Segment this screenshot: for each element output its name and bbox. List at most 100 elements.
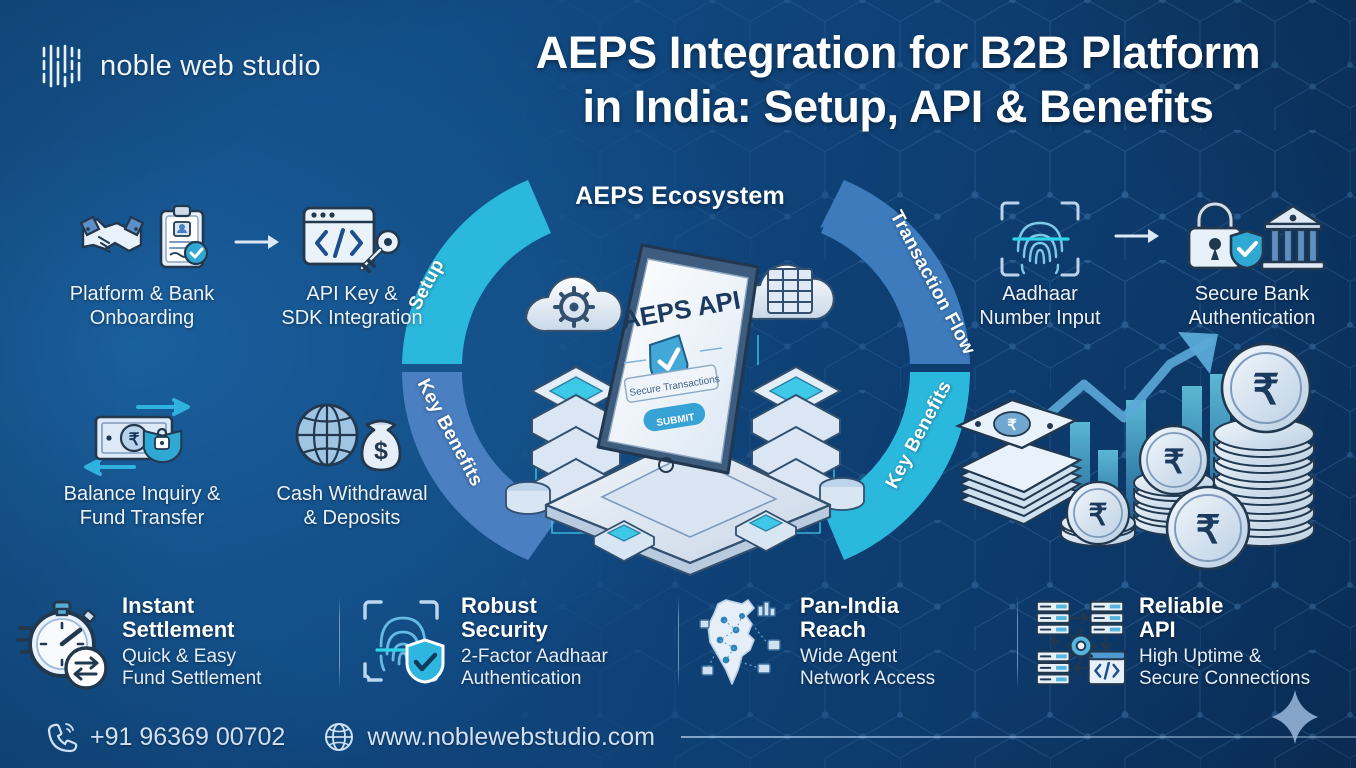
benefit-title: Robust Security	[461, 592, 608, 643]
benefit-robust-security[interactable]: Robust Security 2-Factor Aadhaar Authent…	[339, 582, 678, 702]
feature-icons: $	[252, 396, 452, 482]
benefit-pan-india-reach[interactable]: Pan-India Reach Wide Agent Network Acces…	[678, 582, 1017, 702]
feature-api-key-sdk: API Key & SDK Integration	[252, 196, 452, 331]
caption-line-1: Cash Withdrawal	[276, 483, 428, 505]
caption-line-2: Onboarding	[89, 307, 195, 330]
coin-front-left: ₹	[1060, 480, 1136, 547]
chip-tile-left	[593, 519, 655, 563]
benefit-text: Pan-India Reach Wide Agent Network Acces…	[800, 593, 935, 690]
benefit-sub-line-1: Wide Agent	[800, 646, 898, 668]
server-top-right	[1089, 600, 1125, 636]
coin-front-right: ₹	[1165, 485, 1251, 571]
globe-icon	[325, 723, 354, 751]
banknote-rupee-secure-icon: ₹	[84, 398, 190, 476]
globe-money-bag-icon: $	[295, 403, 402, 472]
benefit-title: Instant Settlement	[122, 592, 261, 643]
benefit-sub-line-2: Network Access	[800, 668, 936, 690]
feature-caption: Platform & Bank Onboarding	[42, 282, 242, 331]
globe-icon	[295, 403, 359, 467]
benefit-subtitle: Wide Agent Network Access	[800, 646, 935, 690]
benefit-sub-line-1: Quick & Easy	[122, 646, 237, 668]
svg-text:$: $	[374, 437, 388, 465]
arc-key-benefits-left	[402, 372, 551, 560]
chip-tile-right	[735, 509, 797, 553]
fingerprint-scan-icon	[1000, 201, 1080, 277]
footer-contact-bar: +91 96369 00702 www.noblewebstudio.com	[0, 706, 1356, 768]
ecosystem-arcs: Setup Key Benefits Transaction Flow Key …	[376, 172, 996, 582]
feature-platform-bank-onboarding: Platform & Bank Onboarding	[42, 196, 242, 331]
title-line-2: in India: Setup, API & Benefits	[582, 80, 1214, 132]
benefit-title-line-1: Robust	[461, 592, 537, 618]
padlock-shield-icon	[1187, 201, 1265, 270]
footer-website-url: www.noblewebstudio.com	[367, 722, 655, 751]
benefit-title: Reliable API	[1139, 592, 1310, 643]
feature-caption: Aadhaar Number Input	[940, 282, 1140, 331]
arc-shapes	[402, 180, 970, 560]
gear-icon	[1064, 629, 1098, 663]
footer-website[interactable]: www.noblewebstudio.com	[323, 721, 655, 753]
handshake-icon	[79, 215, 145, 253]
benefit-title-line-2: Settlement	[122, 617, 235, 643]
benefit-subtitle: 2-Factor Aadhaar Authentication	[461, 646, 608, 690]
feature-balance-fund-transfer: ₹ Balance Inquiry & Fund Transfer	[42, 396, 242, 531]
title-line-1: AEPS Integration for B2B Platform	[535, 27, 1261, 78]
feature-icons: ₹	[42, 396, 242, 482]
page-title: AEPS Integration for B2B Platform in Ind…	[458, 26, 1338, 133]
brand-logo[interactable]: noble web studio	[40, 42, 321, 90]
caption-line-2: Number Input	[979, 307, 1101, 330]
feature-caption: Cash Withdrawal & Deposits	[252, 482, 452, 531]
caption-line-2: Fund Transfer	[79, 507, 205, 530]
key-icon	[359, 229, 401, 273]
benefit-sub-line-2: Authentication	[461, 668, 582, 690]
benefit-sub-line-1: 2-Factor Aadhaar	[461, 646, 608, 668]
aeps-ecosystem-illustration: AEPS API Secure Transactions SUBMIT	[490, 215, 880, 577]
arrow-right-icon-onboarding	[234, 235, 279, 249]
screen-input-field	[623, 364, 719, 403]
code-window-icon	[1087, 650, 1127, 686]
vertical-bars-icon	[42, 44, 81, 88]
brand-name: noble web studio	[100, 49, 321, 82]
benefit-title-line-2: Reach	[800, 617, 867, 643]
benefit-title-line-2: API	[1139, 617, 1176, 643]
svg-text:₹: ₹	[1164, 443, 1185, 480]
server-top-left	[1035, 600, 1071, 636]
benefits-strip: Instant Settlement Quick & Easy Fund Set…	[0, 582, 1356, 702]
benefit-sub-line-2: Fund Settlement	[122, 668, 262, 690]
benefit-text: Reliable API High Uptime & Secure Connec…	[1139, 592, 1310, 690]
server-api-flow-icon	[1035, 600, 1127, 686]
stopwatch-transfer-icon	[16, 600, 108, 690]
laptop-screen: AEPS API Secure Transactions SUBMIT	[596, 243, 760, 475]
caption-line-1: Secure Bank	[1194, 283, 1310, 305]
arrow-right-icon-aadhaar	[1114, 229, 1159, 243]
svg-text:₹: ₹	[1088, 499, 1107, 532]
benefit-title-line-1: Reliable	[1139, 592, 1224, 618]
benefit-sub-line-2: Secure Connections	[1139, 668, 1311, 690]
feature-icons	[940, 196, 1140, 282]
benefit-instant-settlement[interactable]: Instant Settlement Quick & Easy Fund Set…	[0, 582, 339, 702]
fingerprint-shield-icon	[363, 600, 445, 684]
cash-stack-icon: ₹	[954, 398, 1083, 526]
sparkle-decoration-icon	[1272, 690, 1318, 744]
caption-line-1: API Key &	[306, 283, 398, 305]
clipboard-verified-icon	[159, 204, 209, 269]
benefit-title: Pan-India Reach	[800, 593, 935, 643]
money-bag-icon: $	[360, 419, 402, 472]
svg-text:₹: ₹	[1007, 417, 1017, 434]
arc-setup	[402, 180, 551, 364]
cloud-gear-icon	[524, 275, 623, 333]
benefit-subtitle: High Uptime & Secure Connections	[1139, 646, 1310, 690]
bank-building-icon	[1260, 204, 1326, 271]
benefit-title-line-2: Security	[461, 617, 548, 643]
feature-secure-bank-authentication: Secure Bank Authentication	[1152, 196, 1352, 331]
cloud-database-icon	[736, 263, 835, 321]
feature-cash-withdrawal-deposits: $ Cash Withdrawal & Deposits	[252, 396, 452, 531]
footer-phone[interactable]: +91 96369 00702	[46, 721, 285, 753]
benefit-text: Instant Settlement Quick & Easy Fund Set…	[122, 592, 261, 690]
feature-icons	[252, 196, 452, 282]
benefit-reliable-api[interactable]: Reliable API High Uptime & Secure Connec…	[1017, 582, 1356, 702]
benefit-title-line-1: Instant	[122, 592, 195, 618]
arc-key-benefits-right	[821, 372, 970, 560]
caption-line-1: Platform & Bank	[69, 283, 215, 305]
benefit-subtitle: Quick & Easy Fund Settlement	[122, 646, 261, 690]
feature-icons	[42, 196, 242, 282]
